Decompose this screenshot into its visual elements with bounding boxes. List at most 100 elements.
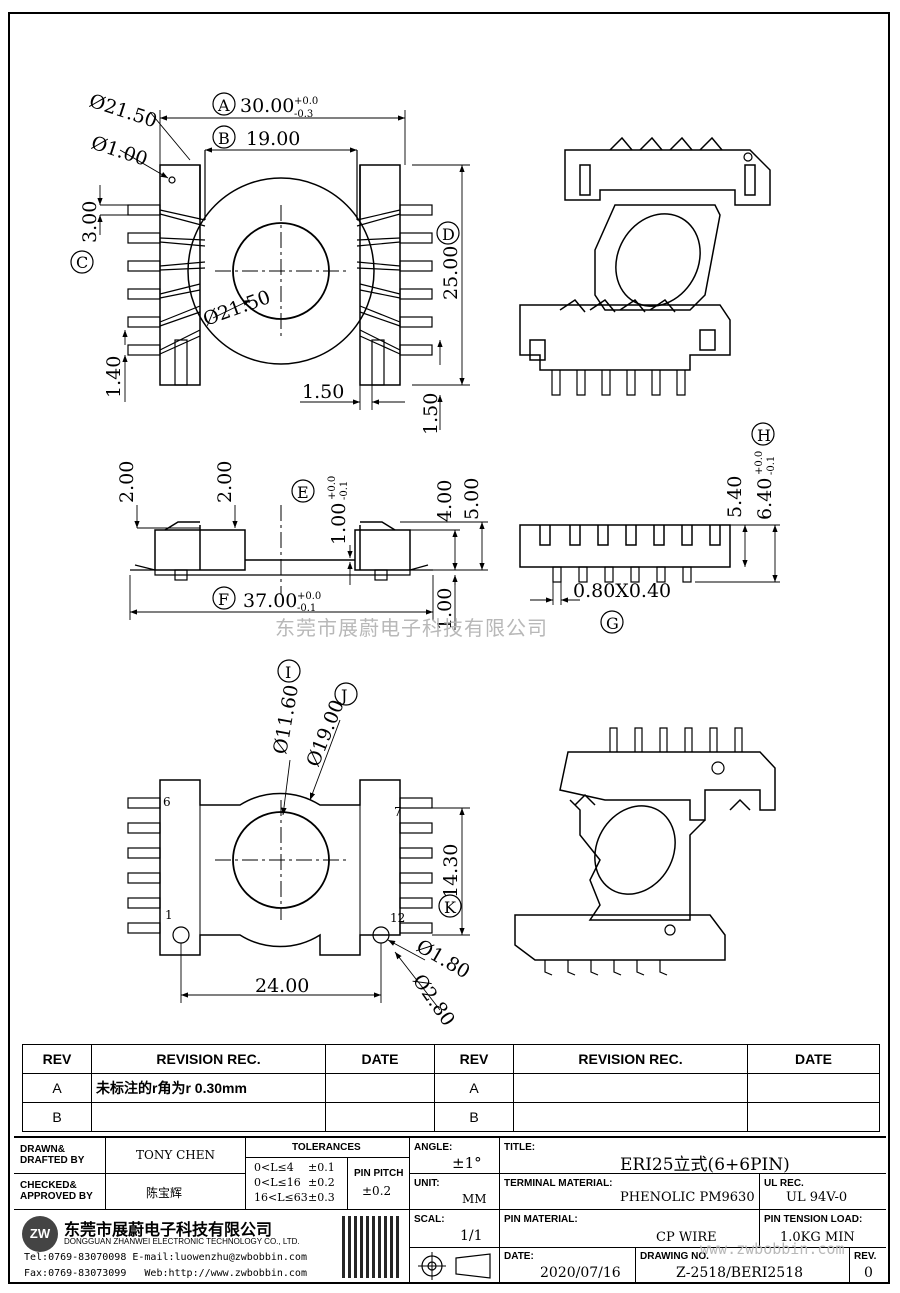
date-cell xyxy=(325,1073,435,1103)
top-view xyxy=(97,110,470,430)
tol-range-3: 16<L≤63 xyxy=(254,1191,308,1204)
watermark-company: 东莞市展蔚电子科技有限公司 xyxy=(275,616,548,640)
dim-f-tol-plus: +0.0 xyxy=(297,591,321,602)
tolerances-values-cell: 0<L≤4 ±0.1 0<L≤16 ±0.2 16<L≤63 ±0.3 xyxy=(246,1158,348,1210)
label-circle-a xyxy=(212,92,236,116)
title-block: DRAWN& DRAFTED BY TONY CHEN CHECKED& APP… xyxy=(14,1136,886,1284)
dim-c-value: 3.00 xyxy=(79,201,101,243)
drawing-no-label: DRAWING NO. xyxy=(640,1251,709,1262)
dim-d-value: 25.00 xyxy=(440,246,462,300)
tol-value-2: ±0.2 xyxy=(308,1176,335,1189)
title-cell: TITLE: ERI25立式(6+6PIN) xyxy=(500,1138,886,1175)
tol-value-1: ±0.1 xyxy=(308,1161,335,1174)
pin-tension-value: 1.0KG MIN xyxy=(780,1230,855,1245)
rev-label: REV. xyxy=(854,1251,877,1262)
checked-value: 陈宝辉 xyxy=(146,1186,183,1200)
revision-rec-cell-2 xyxy=(513,1073,748,1103)
company-name-en: DONGGUAN ZHANWEI ELECTRONIC TECHNOLOGY C… xyxy=(64,1237,300,1246)
dimension-labels: Ø21.50 Ø1.00 A 30.00 +0.0 -0.3 B 19.00 3… xyxy=(70,90,777,1030)
tol-value-3: ±0.3 xyxy=(308,1191,335,1204)
date-header: DATE xyxy=(325,1044,435,1074)
company-name-cn: 东莞市展蔚电子科技有限公司 xyxy=(64,1220,273,1239)
label-c: C xyxy=(76,253,88,272)
scal-cell: SCAL: 1/1 xyxy=(410,1210,500,1248)
dim-4-00: 4.00 xyxy=(434,480,456,522)
pin-material-cell: PIN MATERIAL: CP WIRE xyxy=(500,1210,760,1248)
label-b: B xyxy=(218,129,230,148)
label-circle-f xyxy=(212,586,236,610)
date-cell-2 xyxy=(747,1102,880,1132)
ul-rec-cell: UL REC. UL 94V-0 xyxy=(760,1174,886,1210)
label-circle-i xyxy=(277,659,301,683)
terminal-material-value: PHENOLIC PM9630 xyxy=(620,1190,755,1205)
dim-d21-50-top: Ø21.50 xyxy=(86,90,159,133)
tol-range-1: 0<L≤4 xyxy=(254,1161,294,1174)
ul-rec-value: UL 94V-0 xyxy=(786,1190,848,1205)
drawing-no-cell: DRAWING NO. Z-2518/BERI2518 xyxy=(636,1248,850,1284)
watermark-url: www.zwbobbin.com xyxy=(700,1240,845,1258)
rev-cell: A xyxy=(22,1073,92,1103)
dim-g-value: 0.80X0.40 xyxy=(573,580,671,602)
dim-5-00: 5.00 xyxy=(461,478,483,520)
qr-code xyxy=(342,1216,402,1278)
label-d: D xyxy=(442,225,455,244)
label-circle-j xyxy=(334,682,358,706)
checked-label-cell: CHECKED& APPROVED BY xyxy=(14,1174,106,1210)
isometric-view-bottom xyxy=(514,727,776,976)
drawn-label-cell: DRAWN& DRAFTED BY xyxy=(14,1138,106,1174)
dim-b-value: 19.00 xyxy=(246,128,300,150)
date-value: 2020/07/16 xyxy=(540,1265,621,1281)
unit-label: UNIT: xyxy=(414,1178,440,1189)
label-k: K xyxy=(444,898,457,917)
label-circle-k xyxy=(438,894,462,918)
pin-label-6: 6 xyxy=(163,795,171,809)
revision-row-a: A 未标注的r角为r 0.30mm A xyxy=(22,1073,880,1103)
pin-pitch-value: ±0.2 xyxy=(362,1184,392,1198)
date-cell-2 xyxy=(747,1073,880,1103)
label-circle-g xyxy=(600,610,624,634)
dim-h-value: 6.40 xyxy=(754,478,776,520)
drawing-frame xyxy=(8,12,890,1284)
date-cell xyxy=(325,1102,435,1132)
ul-rec-label: UL REC. xyxy=(764,1178,804,1189)
checked-label: CHECKED& APPROVED BY xyxy=(20,1180,93,1202)
unit-value: MM xyxy=(462,1192,487,1206)
label-circle-d xyxy=(436,221,460,245)
dim-a-tol-plus: +0.0 xyxy=(294,96,318,107)
label-j: J xyxy=(339,686,347,705)
dim-i-value: Ø11.60 xyxy=(269,683,303,756)
company-tel: Tel:0769-83070098 E-mail:luowenzhu@zwbob… xyxy=(24,1252,307,1263)
label-circle-h xyxy=(751,422,775,446)
dim-24-00: 24.00 xyxy=(255,975,309,997)
dim-a-value: 30.00 xyxy=(240,95,294,117)
revision-rec-header: REVISION REC. xyxy=(91,1044,326,1074)
isometric-view-top xyxy=(519,136,771,396)
rev-header: REV xyxy=(22,1044,92,1074)
pin-material-value: CP WIRE xyxy=(656,1230,717,1245)
revision-rec-cell: 未标注的r角为r 0.30mm xyxy=(91,1073,326,1103)
revision-header-row: REV REVISION REC. DATE REV REVISION REC.… xyxy=(22,1044,880,1074)
dim-j-value: Ø19.00 xyxy=(302,697,349,770)
rev-header-2: REV xyxy=(434,1044,514,1074)
front-view xyxy=(519,524,780,605)
checked-value-cell: 陈宝辉 xyxy=(106,1174,246,1210)
dim-2-00-b: 2.00 xyxy=(214,461,236,503)
projection-symbol xyxy=(418,1252,491,1280)
pin-pitch-label: PIN PITCH xyxy=(354,1168,404,1179)
scal-value: 1/1 xyxy=(460,1228,483,1244)
dim-e-tol-minus: -0.1 xyxy=(339,481,350,500)
angle-value: ±1° xyxy=(452,1154,482,1172)
revision-table: REV REVISION REC. DATE REV REVISION REC.… xyxy=(22,1044,880,1132)
dim-1-50-v: 1.50 xyxy=(420,393,442,435)
tolerances-header-cell: TOLERANCES xyxy=(246,1138,410,1158)
dim-1-40: 1.40 xyxy=(103,356,125,398)
title-label: TITLE: xyxy=(504,1142,536,1153)
revision-rec-cell-2 xyxy=(513,1102,748,1132)
title-value: ERI25立式(6+6PIN) xyxy=(620,1155,790,1175)
tolerances-label: TOLERANCES xyxy=(292,1142,361,1153)
label-circle-b xyxy=(212,125,236,149)
dim-k-value: 14.30 xyxy=(440,844,462,898)
angle-label: ANGLE: xyxy=(414,1142,453,1153)
dim-d21-50-mid: Ø21.50 xyxy=(200,286,273,331)
dim-d2-80: Ø2.80 xyxy=(408,970,459,1030)
